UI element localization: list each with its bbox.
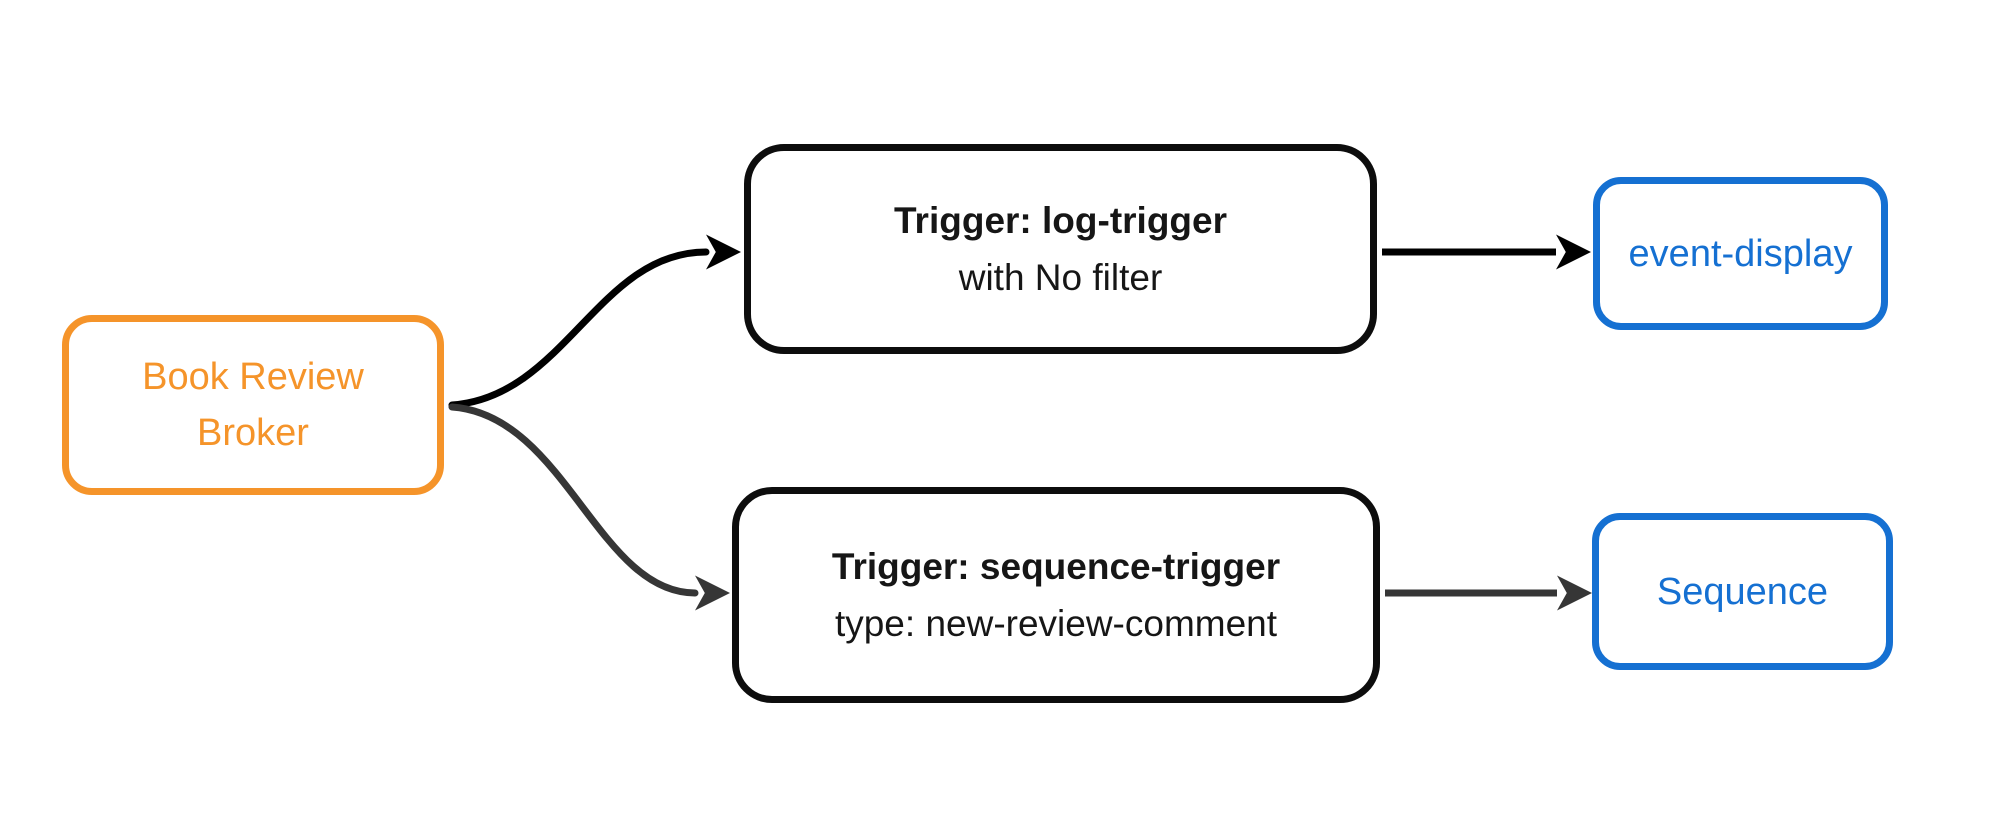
trigger-sequence-subtitle: type: new-review-comment [834,603,1278,644]
edge-broker-to-log-trigger [448,234,741,409]
broker-label-line2: Broker [197,412,309,454]
edge-broker-to-sequence-trigger [448,403,730,611]
node-sink-event-display: event-display [1593,177,1888,330]
node-trigger-log: Trigger: log-trigger with No filter [744,144,1377,354]
trigger-log-title: Trigger: log-trigger [894,200,1227,241]
node-broker: Book Review Broker [62,315,444,495]
trigger-log-subtitle: with No filter [958,257,1163,298]
node-sink-sequence: Sequence [1592,513,1893,670]
sink-sequence-label: Sequence [1656,570,1829,613]
node-trigger-sequence: Trigger: sequence-trigger type: new-revi… [732,487,1380,703]
broker-label-line1: Book Review [142,356,364,398]
sink-event-display-label: event-display [1628,232,1853,275]
trigger-sequence-title: Trigger: sequence-trigger [831,546,1281,587]
